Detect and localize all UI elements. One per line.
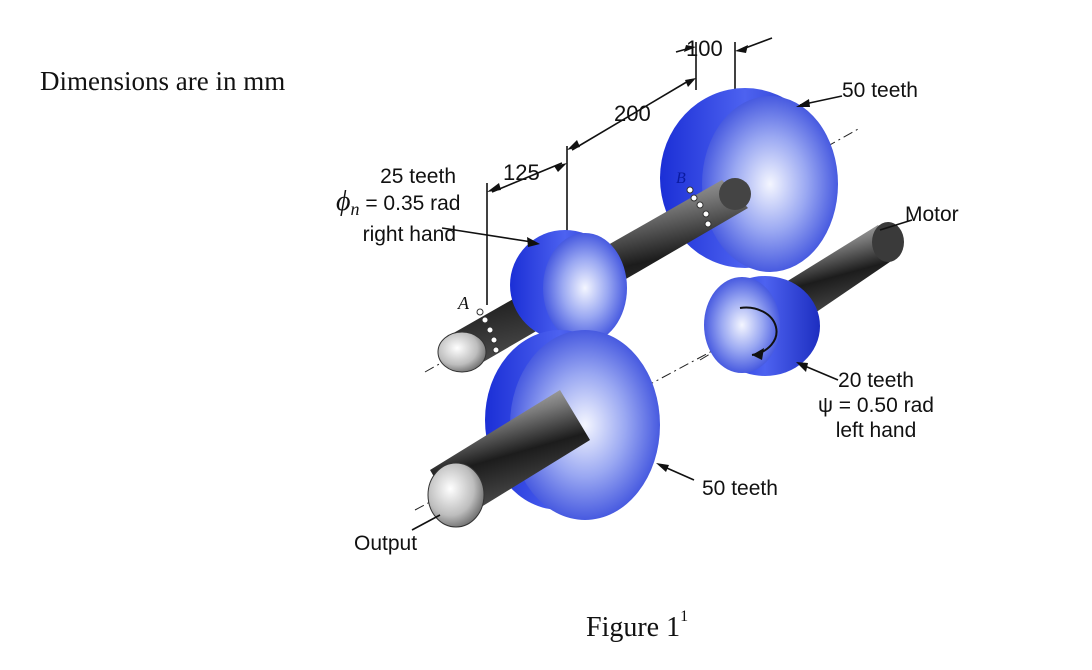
pinion-hand: left hand xyxy=(835,419,917,442)
phi-value: = 0.35 rad xyxy=(359,192,461,215)
bearing-a xyxy=(476,308,500,354)
label-output: Output xyxy=(354,532,418,555)
gear-50-upper xyxy=(660,88,838,272)
label-gear-50-upper: 50 teeth xyxy=(842,79,918,102)
gear-25-teeth: 25 teeth xyxy=(380,165,456,188)
label-pinion-20: 20 teeth ψ = 0.50 rad left hand xyxy=(818,368,934,443)
dimension-125: 125 xyxy=(503,160,540,185)
caption-superscript: 1 xyxy=(680,608,689,625)
pinion-angle: ψ = 0.50 rad xyxy=(818,394,934,417)
label-gear-25: 25 teeth ϕn = 0.35 rad right hand xyxy=(336,164,461,247)
label-bearing-b: B xyxy=(676,170,686,187)
leader-arrowheads xyxy=(527,99,810,472)
label-bearing-a: A xyxy=(458,293,469,313)
phi-subscript: n xyxy=(350,199,360,220)
gear-25-angle: ϕn = 0.35 rad xyxy=(336,186,461,222)
pinion-20 xyxy=(704,276,820,376)
label-gear-50-lower: 50 teeth xyxy=(702,477,778,500)
phi-symbol: ϕ xyxy=(336,186,351,217)
dimensions-note: Dimensions are in mm xyxy=(40,66,286,96)
dimension-arrowheads xyxy=(487,45,748,192)
output-shaft xyxy=(427,390,590,528)
gear-25 xyxy=(510,230,627,343)
dimension-200: 200 xyxy=(614,101,651,126)
figure-caption: Figure 11 xyxy=(586,608,688,644)
gear-25-hand: right hand xyxy=(362,223,456,247)
bearing-b xyxy=(686,186,712,228)
dimension-lines xyxy=(486,37,773,305)
caption-text: Figure 1 xyxy=(586,612,681,643)
dimension-100: 100 xyxy=(686,36,723,61)
label-motor: Motor xyxy=(905,203,959,226)
pinion-teeth: 20 teeth xyxy=(838,369,914,392)
